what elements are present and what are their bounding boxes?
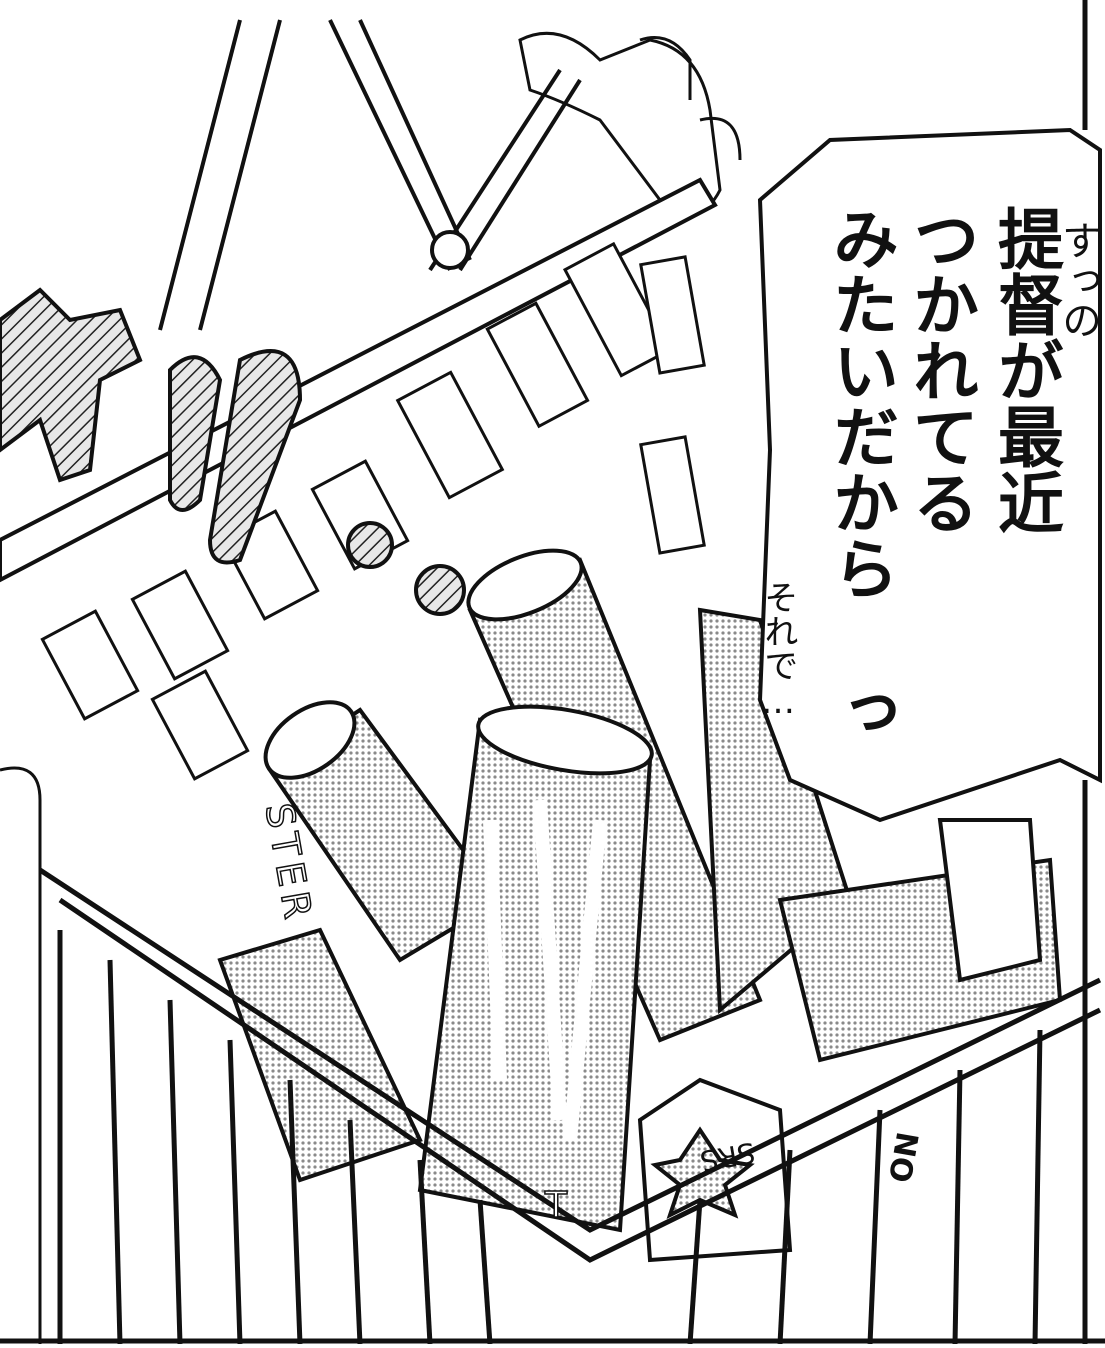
whisper-text: それで…	[758, 580, 798, 722]
sound-effect	[0, 287, 466, 616]
speech-line-2: つかれてる	[902, 205, 979, 535]
edge-text: すっの	[1055, 220, 1101, 340]
speech-bubble-shape	[757, 127, 1102, 823]
can-label-bottom: T	[544, 1184, 568, 1227]
figure-left-edge	[0, 766, 42, 1344]
can-center-monster	[417, 704, 654, 1233]
speech-line-3: みたいだから っ	[822, 205, 899, 744]
basket-handles	[158, 19, 582, 331]
basket-front	[38, 867, 1102, 1345]
speech-line-1: 提督が最近	[987, 205, 1064, 535]
hand-holding-basket	[518, 31, 742, 215]
